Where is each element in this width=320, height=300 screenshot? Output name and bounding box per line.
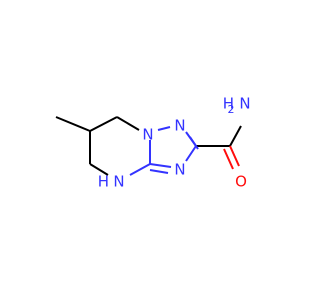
atom-label-amide-h: H bbox=[223, 95, 234, 113]
atom-label-amide-h-subscript: 2 bbox=[228, 103, 235, 116]
bond-c7-n1 bbox=[116, 116, 140, 131]
bond-n1-n2 bbox=[157, 126, 171, 131]
bond-c-o-1 bbox=[229, 145, 240, 167]
bond-c-o-2 bbox=[223, 148, 234, 170]
atom-label-n3: N bbox=[174, 161, 185, 179]
bond-n2-c2-double bbox=[189, 136, 199, 150]
molecule-structure: N N N N H H 2 N O bbox=[55, 94, 251, 191]
bond-c2-n3 bbox=[185, 145, 197, 162]
bond-nh-c8a bbox=[129, 163, 151, 176]
bond-c5-nh bbox=[89, 163, 109, 176]
atom-label-nh-h: H bbox=[98, 173, 109, 191]
carbon-bonds bbox=[55, 116, 242, 176]
atom-label-amide-n: N bbox=[239, 95, 250, 113]
ring-bonds bbox=[129, 126, 199, 176]
atom-label-n2: N bbox=[174, 117, 185, 135]
bond-camide-n bbox=[229, 125, 242, 147]
bond-n3-c8a bbox=[149, 163, 172, 168]
bond-methyl bbox=[55, 116, 91, 132]
bond-c6-c7 bbox=[89, 116, 118, 132]
bond-n3-c8a-double bbox=[149, 169, 169, 174]
atom-label-n1: N bbox=[142, 126, 153, 144]
carbonyl-bond bbox=[223, 145, 240, 170]
atom-label-oxygen: O bbox=[235, 173, 247, 191]
atom-label-nh: N bbox=[113, 173, 124, 191]
